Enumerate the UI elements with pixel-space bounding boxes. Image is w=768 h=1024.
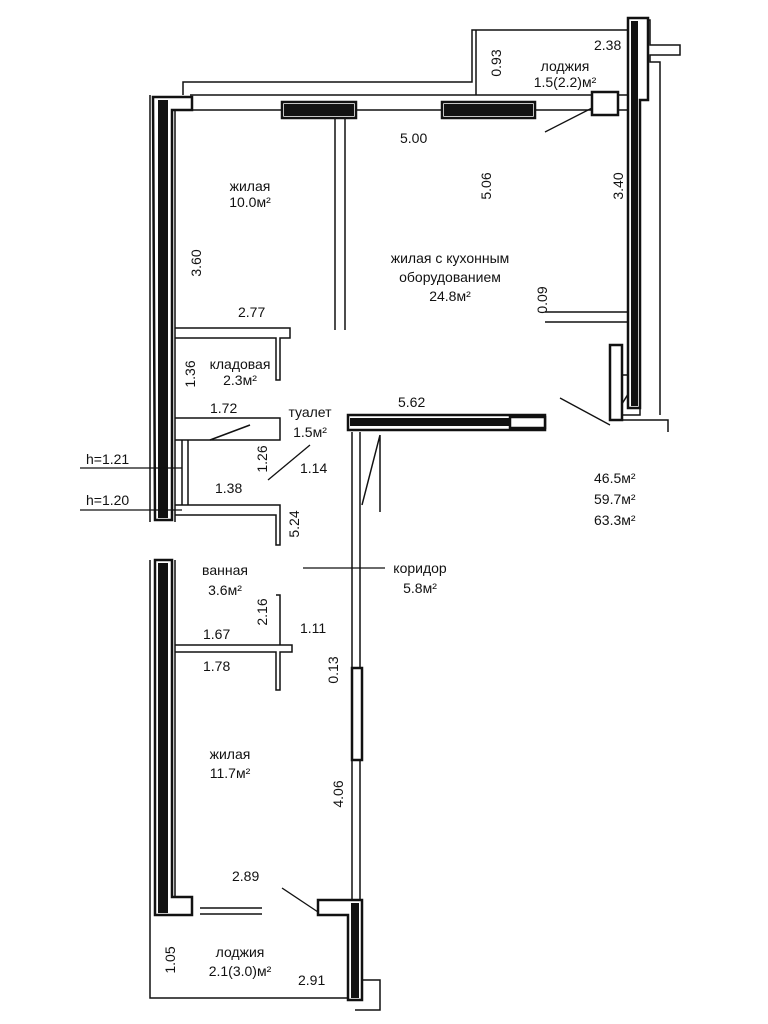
- storage-name: кладовая: [209, 356, 271, 372]
- dim-5-00: 5.00: [400, 130, 428, 146]
- dim-0-93: 0.93: [488, 49, 504, 77]
- loggia-top-area: 1.5(2.2)м²: [533, 74, 597, 90]
- loggia-bottom-outline: [149, 930, 360, 999]
- dim-3-60: 3.60: [188, 249, 204, 277]
- height-1-21: h=1.21: [86, 451, 130, 467]
- living-1-area: 10.0м²: [229, 194, 271, 210]
- dim-1-38: 1.38: [215, 480, 243, 496]
- dim-5-24: 5.24: [286, 510, 302, 538]
- loggia-bottom-name: лоджия: [215, 944, 265, 960]
- dim-1-78: 1.78: [203, 658, 231, 674]
- dim-1-14: 1.14: [300, 460, 328, 476]
- dim-4-06: 4.06: [330, 780, 346, 808]
- dim-0-09: 0.09: [534, 286, 550, 314]
- toilet-divider: [175, 417, 281, 441]
- right-wall-bottom-block: [608, 343, 624, 422]
- left-wall-fill-top: [158, 100, 168, 518]
- bath-top-wall: [175, 504, 281, 546]
- dim-1-72: 1.72: [210, 400, 238, 416]
- dim-2-38: 2.38: [594, 37, 622, 53]
- living-1-label: жилая 10.0м²: [210, 178, 290, 210]
- corridor-name: коридор: [393, 560, 447, 576]
- toilet-door: [209, 424, 251, 441]
- right-wall-fill: [631, 21, 638, 406]
- corridor-area: 5.8м²: [403, 580, 437, 596]
- living-2-name: жилая: [209, 746, 251, 762]
- bottom-corner-stub: [355, 979, 381, 1011]
- toilet-area: 1.5м²: [293, 424, 327, 440]
- dim-1-67: 1.67: [203, 626, 231, 642]
- storage-area: 2.3м²: [223, 372, 257, 388]
- dim-2-16: 2.16: [254, 598, 270, 626]
- dim-1-26: 1.26: [254, 445, 270, 473]
- living-partition: [334, 118, 346, 330]
- dim-2-77: 2.77: [238, 304, 266, 320]
- left-wall-fill-bottom: [158, 563, 168, 913]
- top-window-strip: [190, 94, 632, 111]
- loggia-bottom-leader: [281, 887, 319, 913]
- loggia-top-label: лоджия 1.5(2.2)м²: [520, 58, 610, 90]
- area-totals: 46.5м² 59.7м² 63.3м²: [594, 468, 636, 531]
- loggia-bottom-label: лоджия 2.1(3.0)м²: [195, 944, 285, 979]
- right-wall-top-stub: [632, 19, 681, 415]
- bath-wall-stub: [276, 594, 281, 645]
- loggia-bottom-area: 2.1(3.0)м²: [208, 963, 272, 979]
- shaft-leader: [559, 397, 611, 426]
- dim-2-91: 2.91: [298, 972, 326, 988]
- bottom-wall-fill: [351, 903, 359, 998]
- dim-3-40: 3.40: [610, 172, 626, 200]
- corridor-door: [361, 434, 381, 512]
- storage-divider: [175, 327, 291, 381]
- bath-vertical-wall: [181, 440, 189, 505]
- loggia-bottom-window: [200, 907, 262, 915]
- corridor-top-wall-dark: [508, 415, 547, 430]
- loggia-top-name: лоджия: [540, 58, 590, 74]
- toilet-name: туалет: [288, 404, 332, 420]
- toilet-leader: [267, 444, 311, 481]
- bathroom-label: ванная 3.6м²: [190, 562, 260, 598]
- total-living-area: 46.5м²: [594, 470, 636, 486]
- bathroom-area: 3.6м²: [208, 582, 242, 598]
- living-2-label: жилая 11.7м²: [190, 746, 270, 781]
- corridor-door-segment: [350, 666, 364, 762]
- toilet-label: туалет 1.5м²: [280, 404, 340, 440]
- bath-bottom-wall: [175, 644, 293, 691]
- dim-1-11: 1.11: [300, 620, 327, 636]
- dim-1-36: 1.36: [182, 360, 198, 388]
- kitchen-counter-line: [545, 311, 640, 323]
- dim-5-06: 5.06: [478, 172, 494, 200]
- living-1-name: жилая: [229, 178, 271, 194]
- total-area-with-loggias: 63.3м²: [594, 512, 636, 528]
- corridor-label: коридор 5.8м²: [380, 560, 460, 596]
- corridor-wall-fill: [350, 418, 510, 426]
- dim-1-05: 1.05: [162, 946, 178, 974]
- living-kitchen-name-2: оборудованием: [399, 269, 501, 285]
- bathroom-name: ванная: [202, 562, 248, 578]
- top-wall-fill-1: [284, 104, 354, 116]
- height-1-20: h=1.20: [86, 492, 130, 508]
- dim-2-89: 2.89: [232, 868, 260, 884]
- right-column: [590, 90, 620, 117]
- dim-5-62: 5.62: [398, 394, 426, 410]
- storage-label: кладовая 2.3м²: [200, 356, 280, 388]
- living-kitchen-label: жилая с кухонным оборудованием 24.8м²: [370, 250, 530, 304]
- living-kitchen-name-1: жилая с кухонным: [390, 250, 510, 266]
- top-wall-fill-2: [444, 104, 533, 116]
- dim-0-13: 0.13: [325, 656, 341, 684]
- living-2-area: 11.7м²: [209, 765, 251, 781]
- right-bottom-edge: [612, 419, 669, 432]
- living-kitchen-area: 24.8м²: [429, 288, 471, 304]
- total-area: 59.7м²: [594, 491, 636, 507]
- loggia-top-leader: [544, 107, 593, 133]
